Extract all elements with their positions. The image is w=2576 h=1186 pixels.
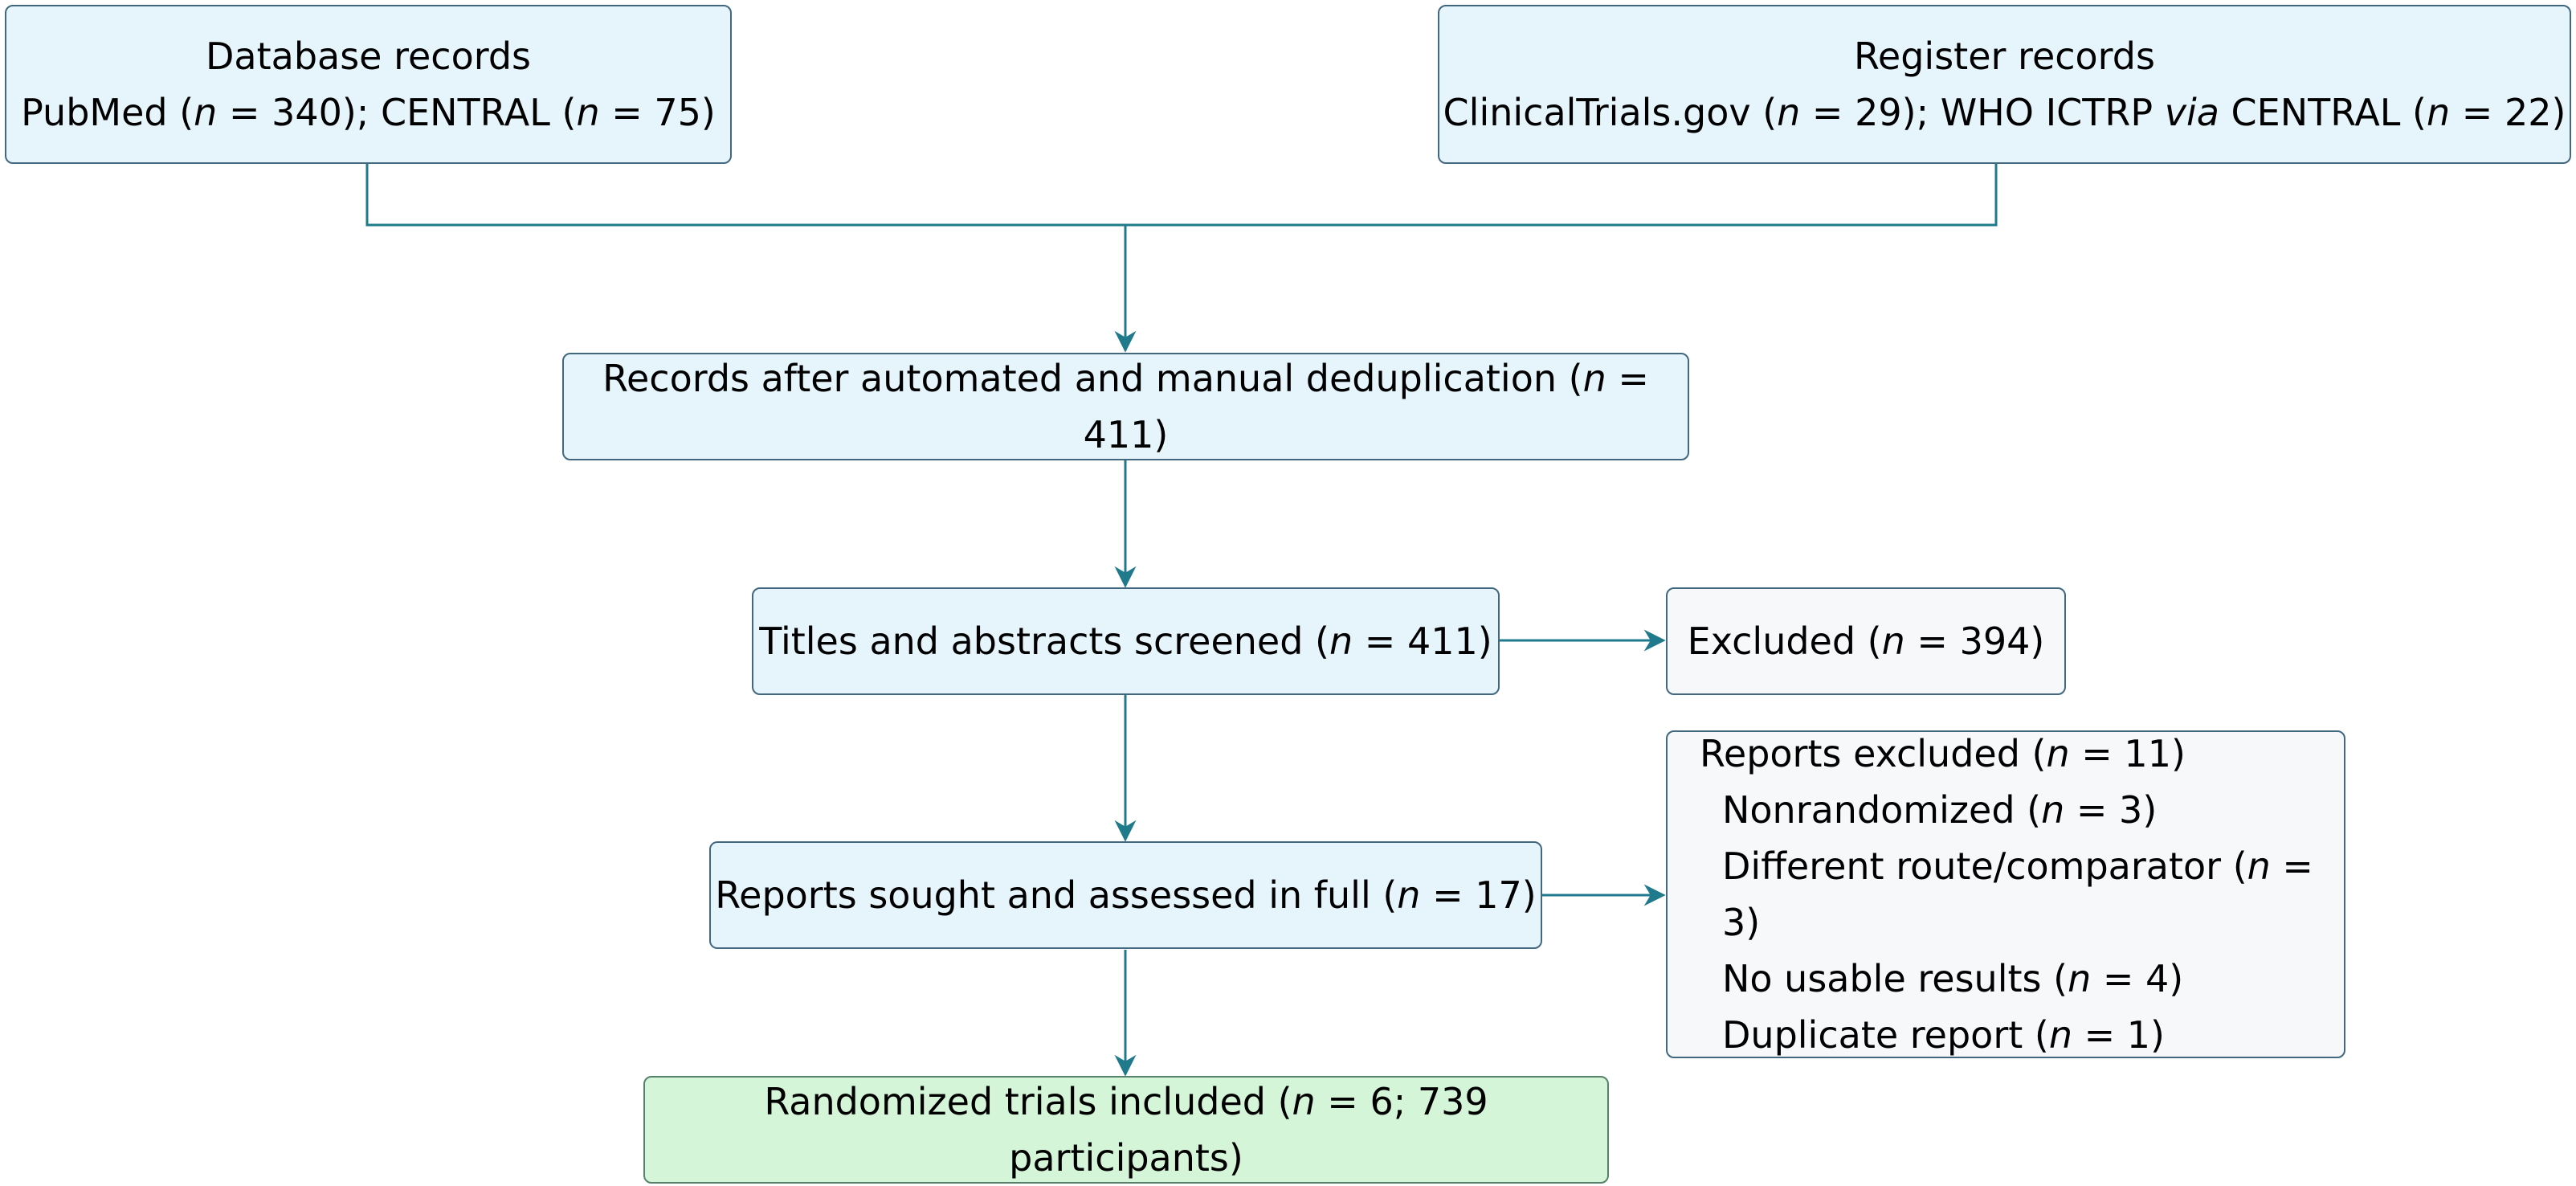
register-records-title: Register records xyxy=(1854,35,2155,78)
reports-excluded-heading: Reports excluded (n = 11) xyxy=(1700,732,2186,775)
excluded-box: Excluded (n = 394) xyxy=(1666,587,2066,695)
database-records-title: Database records xyxy=(205,35,531,78)
database-connector xyxy=(365,164,1125,227)
screening-text: Titles and abstracts screened (n = 411) xyxy=(759,620,1492,663)
database-records-counts: PubMed (n = 340); CENTRAL (n = 75) xyxy=(21,91,716,134)
full-text-text: Reports sought and assessed in full (n =… xyxy=(715,873,1537,917)
reason-no-usable-results: No usable results (n = 4) xyxy=(1722,957,2184,1000)
register-connector xyxy=(1125,164,1998,227)
reason-different-route: Different route/comparator (n = 3) xyxy=(1722,845,2313,944)
included-trials-text: Randomized trials included (n = 6; 739 p… xyxy=(764,1080,1488,1180)
reports-excluded-box: Reports excluded (n = 11) Nonrandomized … xyxy=(1666,730,2345,1058)
full-text-box: Reports sought and assessed in full (n =… xyxy=(709,841,1542,949)
screening-box: Titles and abstracts screened (n = 411) xyxy=(752,587,1500,695)
reason-nonrandomized: Nonrandomized (n = 3) xyxy=(1722,788,2158,832)
register-records-box: Register records ClinicalTrials.gov (n =… xyxy=(1438,5,2571,164)
register-records-counts: ClinicalTrials.gov (n = 29); WHO ICTRP v… xyxy=(1443,91,2566,134)
excluded-text: Excluded (n = 394) xyxy=(1687,620,2045,663)
deduplication-text: Records after automated and manual dedup… xyxy=(602,357,1649,456)
deduplication-box: Records after automated and manual dedup… xyxy=(562,353,1689,460)
database-records-box: Database records PubMed (n = 340); CENTR… xyxy=(5,5,732,164)
included-trials-box: Randomized trials included (n = 6; 739 p… xyxy=(643,1076,1609,1184)
reason-duplicate-report: Duplicate report (n = 1) xyxy=(1722,1013,2165,1057)
